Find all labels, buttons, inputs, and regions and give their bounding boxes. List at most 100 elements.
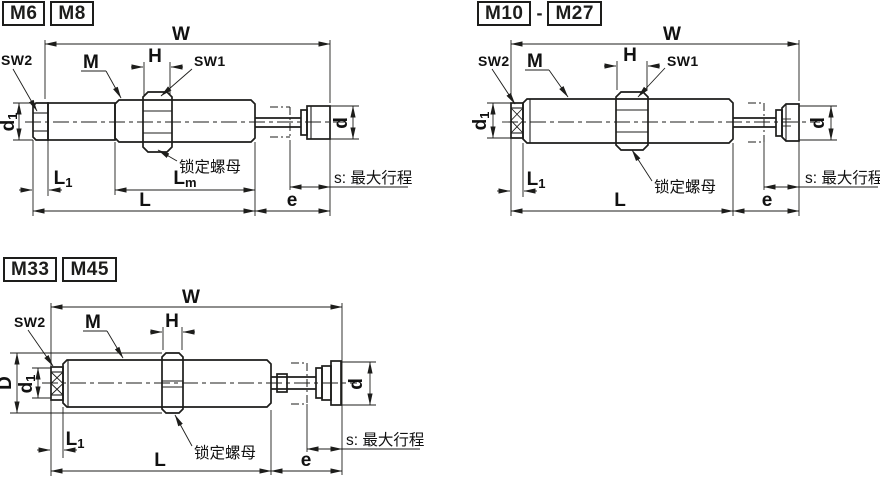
- diagram-m6-m8: W d1 SW2 M H: [0, 24, 412, 216]
- dimension-s-stroke: s: 最大行程: [289, 140, 412, 190]
- rod-cap: [315, 360, 342, 406]
- body-length-label-l: L: [154, 450, 166, 471]
- label-lock-nut: 锁定螺母: [631, 149, 716, 196]
- dimension-lm: Lm: [114, 142, 256, 195]
- dimension-d: d: [341, 361, 376, 406]
- dim-label-w: W: [663, 24, 681, 45]
- rod-cap: [775, 103, 800, 142]
- dimension-h: H: [604, 45, 660, 90]
- diameter-label-d1: d1: [16, 375, 38, 394]
- dimension-h: H: [150, 311, 195, 350]
- dimension-l: L: [510, 143, 734, 216]
- thread-label-m: M: [83, 52, 99, 73]
- rod-diameter-label-d: d: [808, 117, 829, 129]
- size-tag-m33: M33: [3, 257, 58, 282]
- label-lock-nut: 锁定螺母: [157, 149, 241, 176]
- dimension-e: e: [254, 139, 331, 216]
- retracted-cap-phantom: [748, 102, 765, 143]
- hex-width-label-h: H: [623, 45, 637, 66]
- diagram-m10-m27: W d1 SW2 M H: [470, 24, 880, 216]
- diameter-label-d1: d1: [0, 113, 20, 132]
- extension-label-e: e: [287, 190, 298, 211]
- diameter-label-d1: d1: [470, 112, 492, 131]
- dimension-w: W: [44, 24, 331, 103]
- dimension-w: W: [510, 24, 800, 101]
- label-m: M: [83, 312, 124, 359]
- label-sw2: SW2: [1, 52, 38, 112]
- length-label-l1: L1: [54, 168, 73, 190]
- wrench-label-sw1: SW1: [667, 53, 699, 69]
- size-tags-m33-m45: M33 M45: [3, 257, 117, 282]
- hex-nut: [161, 352, 184, 414]
- dimension-e: e: [270, 450, 343, 474]
- body-length-label-l: L: [614, 190, 626, 211]
- lock-nut-label: 锁定螺母: [654, 178, 716, 196]
- diagram-m33-m45: W D d1 SW2 M: [0, 287, 424, 476]
- hex-width-label-h: H: [148, 46, 162, 67]
- label-sw1: SW1: [160, 53, 226, 97]
- max-stroke-note: s: 最大行程: [334, 169, 412, 187]
- piston-rod: [271, 373, 316, 393]
- label-lock-nut: 锁定螺母: [174, 414, 256, 462]
- dimension-l1: L1: [37, 407, 84, 458]
- dimension-l1: L1: [497, 138, 545, 216]
- absorber-body: [50, 359, 272, 408]
- length-label-l1: L1: [527, 169, 546, 191]
- length-label-l1: L1: [66, 429, 85, 451]
- extension-label-e: e: [301, 450, 312, 471]
- absorber-body: [510, 98, 734, 144]
- dim-label-w: W: [172, 24, 190, 45]
- label-sw1: SW1: [637, 53, 699, 98]
- size-tag-m6: M6: [2, 1, 46, 26]
- size-tags-m10-m27: M10 - M27: [477, 1, 602, 26]
- size-tags-m6-m8: M6 M8: [2, 1, 94, 26]
- rod-cap: [300, 105, 331, 140]
- body-diameter-label-D: D: [0, 376, 16, 390]
- hex-width-label-h: H: [165, 311, 179, 332]
- retracted-cap-phantom: [270, 106, 291, 138]
- label-sw2: SW2: [478, 53, 516, 105]
- dimension-s-stroke: s: 最大行程: [306, 404, 424, 452]
- thread-length-label-lm: Lm: [173, 168, 196, 190]
- dimension-d: d: [330, 105, 359, 140]
- dimension-d1: d1: [16, 367, 51, 399]
- lock-nut-label: 锁定螺母: [194, 444, 256, 462]
- wrench-label-sw1: SW1: [194, 53, 226, 69]
- piston-rod: [255, 117, 301, 128]
- lock-nut-label: 锁定螺母: [179, 158, 241, 176]
- max-stroke-note: s: 最大行程: [805, 169, 880, 187]
- size-tag-m10: M10: [477, 1, 532, 26]
- dimension-l: L: [50, 410, 272, 475]
- absorber-body: [32, 99, 256, 143]
- rod-diameter-label-d: d: [331, 117, 352, 129]
- dimension-e: e: [732, 141, 800, 216]
- dimension-s-stroke: s: 最大行程: [763, 142, 880, 190]
- dim-label-w: W: [182, 287, 200, 308]
- dimension-w: W: [50, 287, 343, 476]
- body-length-label-l: L: [139, 190, 151, 211]
- size-tag-m8: M8: [50, 1, 94, 26]
- dimension-d1: d1: [0, 102, 33, 141]
- hex-nut: [615, 91, 649, 151]
- dimension-h: H: [131, 46, 183, 95]
- rod-diameter-label-d: d: [346, 378, 367, 390]
- wrench-label-sw2: SW2: [1, 52, 33, 68]
- hex-nut: [142, 91, 173, 153]
- dimension-big-d: D: [0, 352, 162, 414]
- label-m: M: [525, 51, 569, 98]
- thread-label-m: M: [85, 312, 101, 333]
- dimension-l: L: [32, 142, 256, 216]
- thread-label-m: M: [527, 51, 543, 72]
- dimension-d1: d1: [470, 102, 511, 139]
- dimension-l1: L1: [19, 140, 72, 216]
- size-tag-separator: -: [536, 3, 543, 23]
- retracted-cap-phantom: [291, 362, 308, 405]
- piston-rod: [733, 117, 776, 128]
- size-tag-m45: M45: [62, 257, 117, 282]
- label-m: M: [81, 52, 122, 99]
- label-sw2: SW2: [14, 314, 54, 367]
- dimension-d: d: [799, 105, 837, 141]
- size-tag-m27: M27: [547, 1, 602, 26]
